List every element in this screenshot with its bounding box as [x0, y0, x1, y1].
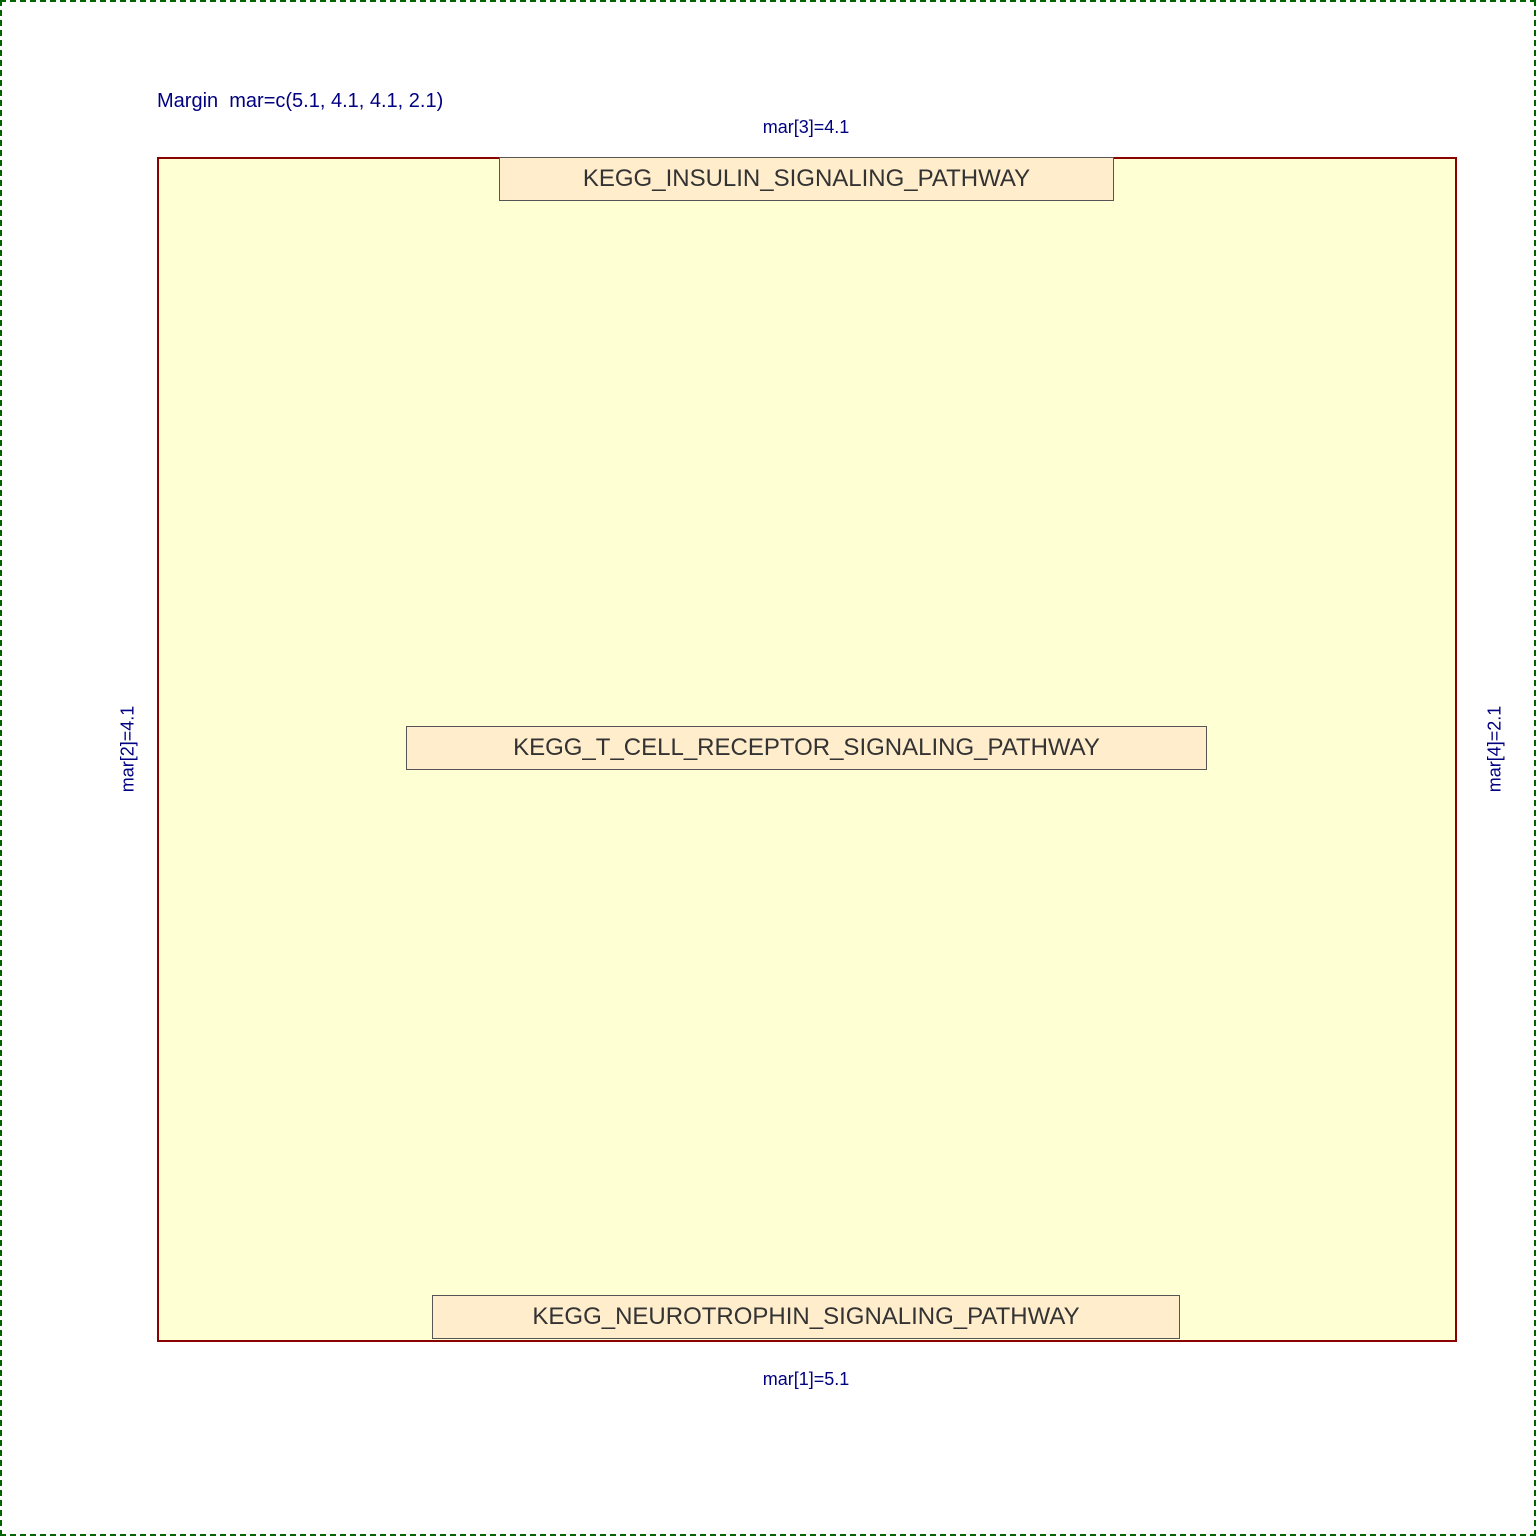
mar-top-label: mar[3]=4.1 — [762, 117, 850, 137]
plot-region — [157, 157, 1457, 1342]
pathway-label-t-cell-receptor: KEGG_T_CELL_RECEPTOR_SIGNALING_PATHWAY — [513, 734, 1100, 761]
pathway-box-t-cell-receptor: KEGG_T_CELL_RECEPTOR_SIGNALING_PATHWAY — [406, 726, 1207, 770]
pathway-box-insulin: KEGG_INSULIN_SIGNALING_PATHWAY — [499, 157, 1114, 201]
pathway-label-neurotrophin: KEGG_NEUROTROPHIN_SIGNALING_PATHWAY — [532, 1303, 1080, 1330]
pathway-label-insulin: KEGG_INSULIN_SIGNALING_PATHWAY — [582, 165, 1031, 192]
margin-title: Margin mar=c(5.1, 4.1, 4.1, 2.1) — [157, 90, 444, 112]
mar-left-label: mar[2]=4.1 — [117, 705, 138, 793]
pathway-box-neurotrophin: KEGG_NEUROTROPHIN_SIGNALING_PATHWAY — [432, 1295, 1180, 1339]
mar-bottom-label: mar[1]=5.1 — [762, 1369, 850, 1389]
mar-right-label: mar[4]=2.1 — [1484, 705, 1505, 793]
